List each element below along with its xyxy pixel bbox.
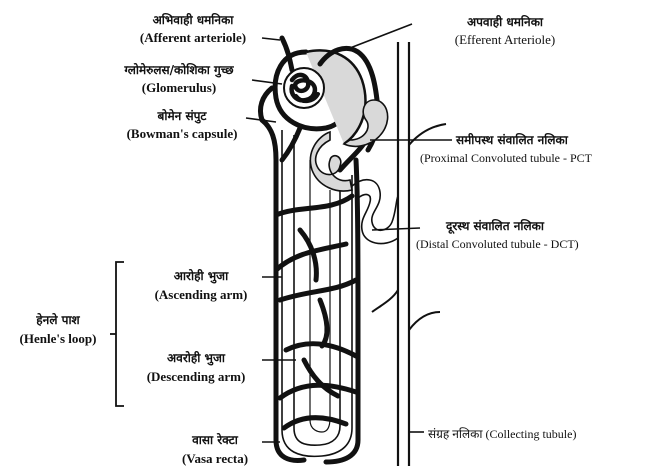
glomerulus-label-english: (Glomerulus) <box>104 81 254 94</box>
henle-bracket <box>110 262 124 406</box>
dct-label: दूरस्थ संवालित नलिका (Distal Convoluted … <box>416 220 634 250</box>
vasa-recta-label: वासा रेक्टा (Vasa recta) <box>168 434 262 465</box>
afferent-label: अभिवाही धमनिका (Afferent arteriole) <box>118 14 268 44</box>
glomerulus <box>284 68 324 108</box>
glomerulus-label-hindi: ग्लोमेरुलस/कोशिका गुच्छ <box>104 64 254 76</box>
afferent-label-hindi: अभिवाही धमनिका <box>118 14 268 26</box>
glomerulus-label: ग्लोमेरुलस/कोशिका गुच्छ (Glomerulus) <box>104 64 254 94</box>
vasa-recta-label-english: (Vasa recta) <box>168 452 262 465</box>
leader-dct <box>372 228 420 230</box>
henle-label-hindi: हेनले पाश <box>10 314 106 326</box>
efferent-label-hindi: अपवाही धमनिका <box>420 16 590 28</box>
descending-label-english: (Descending arm) <box>130 370 262 383</box>
pct-label-english: (Proximal Convoluted tubule - PCT <box>420 152 642 164</box>
leader-efferent <box>350 24 412 48</box>
bowman-label: बोमेन संपुट (Bowman's capsule) <box>112 110 252 140</box>
bowman-label-hindi: बोमेन संपुट <box>112 110 252 122</box>
ascending-label-hindi: आरोही भुजा <box>140 270 262 282</box>
collecting-tubule-label: संग्रह नलिका (Collecting tubule) <box>428 426 638 442</box>
efferent-label-english: (Efferent Arteriole) <box>420 33 590 46</box>
descending-label-hindi: अवरोही भुजा <box>130 352 262 364</box>
dct-label-english: (Distal Convoluted tubule - DCT) <box>416 238 634 250</box>
henle-label: हेनले पाश (Henle's loop) <box>10 314 106 345</box>
collecting-tubule-label-text: संग्रह नलिका (Collecting tubule) <box>428 427 576 441</box>
pct-label-hindi: समीपस्थ संवालित नलिका <box>420 134 642 146</box>
pct-label: समीपस्थ संवालित नलिका (Proximal Convolut… <box>420 134 642 164</box>
bowman-label-english: (Bowman's capsule) <box>112 127 252 140</box>
henle-label-english: (Henle's loop) <box>10 332 106 345</box>
efferent-label: अपवाही धमनिका (Efferent Arteriole) <box>420 16 590 46</box>
ascending-label: आरोही भुजा (Ascending arm) <box>140 270 262 301</box>
ascending-label-english: (Ascending arm) <box>140 288 262 301</box>
dct-label-hindi: दूरस्थ संवालित नलिका <box>416 220 634 232</box>
vasa-recta-label-hindi: वासा रेक्टा <box>168 434 262 446</box>
descending-label: अवरोही भुजा (Descending arm) <box>130 352 262 383</box>
afferent-label-english: (Afferent arteriole) <box>118 31 268 44</box>
